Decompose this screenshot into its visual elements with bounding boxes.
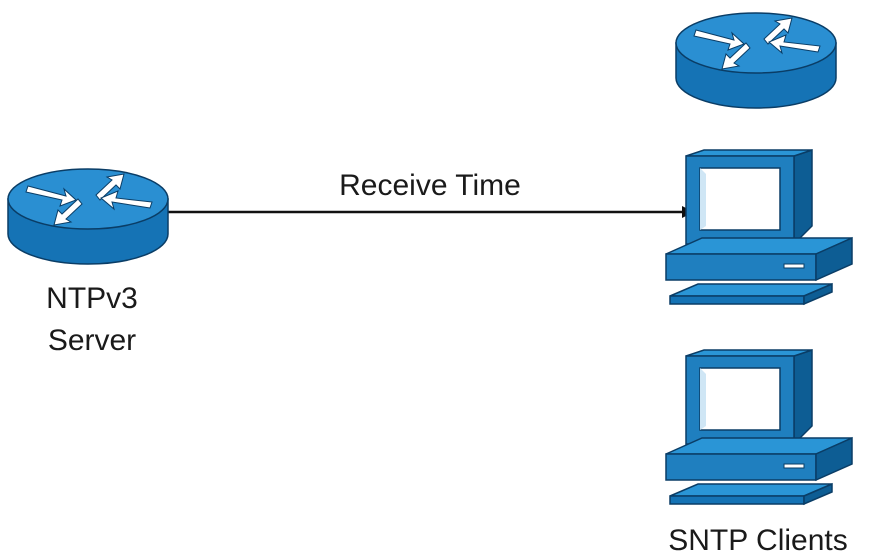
client-computer-icon [665,149,853,305]
receive-time-label: Receive Time [339,169,521,202]
client-router-icon [675,12,837,109]
client-computer-icon [665,349,853,505]
server-label-line2: Server [48,324,136,357]
server-label-line1: NTPv3 [46,282,138,315]
clients-label: SNTP Clients [668,524,848,557]
server-router-icon [7,168,169,265]
